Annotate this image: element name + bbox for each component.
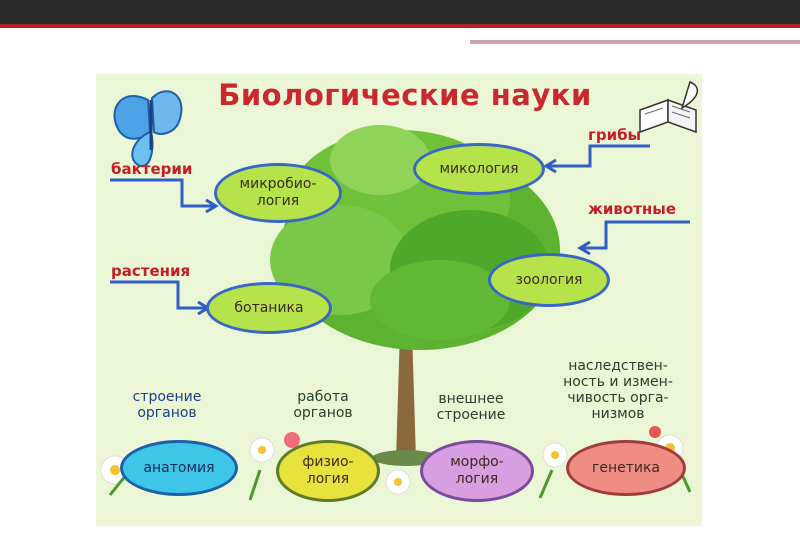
label-plants: растения — [111, 262, 191, 280]
label-fungi: грибы — [588, 126, 642, 144]
anatomy-description: строение органов — [132, 389, 202, 421]
anatomy-node: анатомия — [120, 440, 238, 496]
page-title: Биологические науки — [218, 78, 592, 112]
physiology-node: физио- логия — [276, 440, 380, 502]
book-quill-icon — [639, 81, 698, 134]
tree-icon — [270, 125, 560, 466]
top-dark-bar — [0, 0, 800, 24]
genetics-node: генетика — [566, 440, 686, 496]
zoology-node: зоология — [488, 253, 610, 307]
physiology-description: работа органов — [293, 389, 353, 421]
botany-node: ботаника — [206, 282, 332, 334]
butterfly-icon — [113, 90, 183, 168]
genetics-description: наследствен- ность и измен- чивость орга… — [563, 358, 673, 422]
label-animals: животные — [588, 200, 677, 218]
morphology-description: внешнее строение — [436, 391, 506, 423]
arrow-animals — [582, 220, 690, 250]
arrow-bacteria — [110, 178, 214, 208]
arrow-plants — [110, 280, 206, 310]
morphology-node: морфо- логия — [420, 440, 534, 502]
label-bacteria: бактерии — [111, 160, 193, 178]
microbiology-node: микробио- логия — [214, 163, 342, 223]
mycology-node: микология — [413, 143, 545, 195]
top-red-line — [0, 24, 800, 28]
connector-arrows — [110, 144, 690, 316]
top-accent-line — [470, 40, 800, 44]
daisy-flower-icon — [100, 426, 692, 501]
arrow-fungi — [548, 144, 650, 168]
